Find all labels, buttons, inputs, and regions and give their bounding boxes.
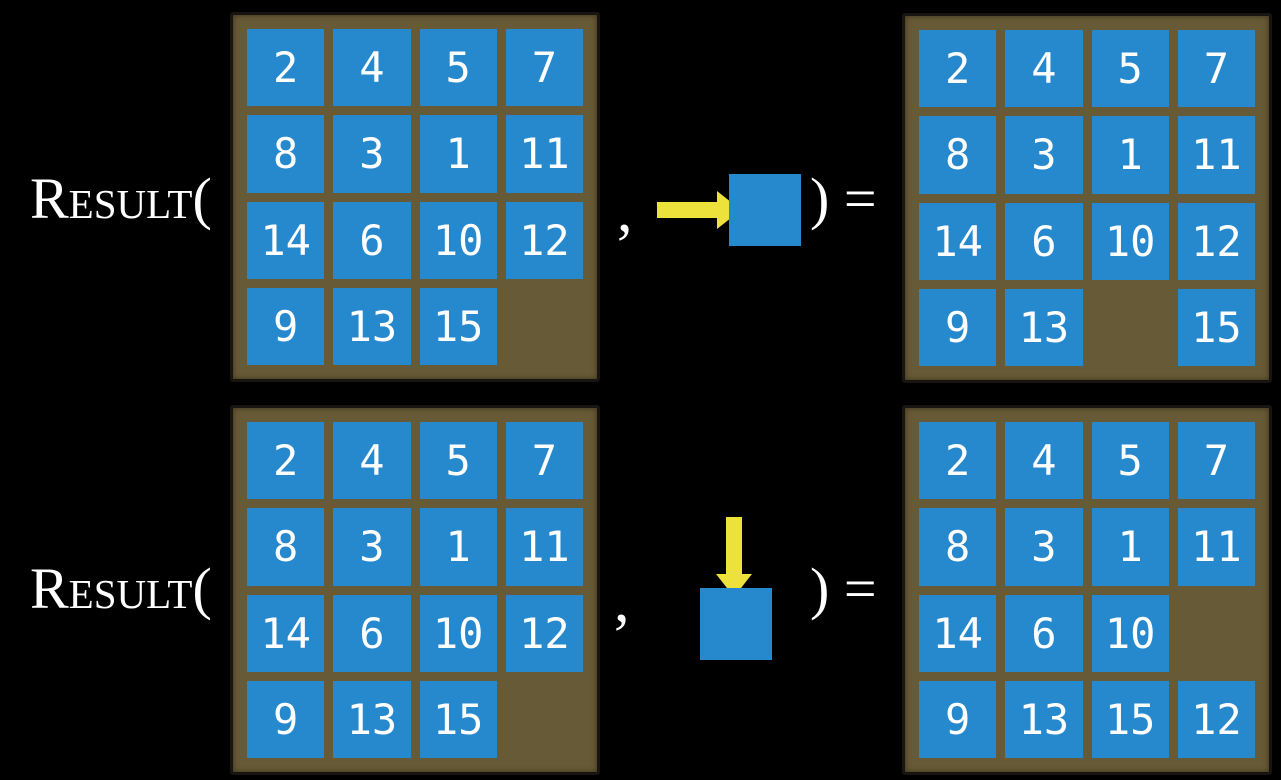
puzzle-tile-10: 10 — [1091, 202, 1169, 280]
puzzle-tile-11: 11 — [1177, 116, 1255, 194]
puzzle-tile-11: 11 — [505, 115, 583, 193]
puzzle-tile-15: 15 — [419, 680, 497, 758]
puzzle-tile-1: 1 — [419, 115, 497, 193]
puzzle-tile-12: 12 — [1177, 680, 1255, 758]
empty-cell — [1178, 595, 1255, 672]
empty-cell — [506, 681, 583, 758]
puzzle-tile-7: 7 — [505, 422, 583, 500]
puzzle-tile-6: 6 — [1005, 594, 1083, 672]
puzzle-tile-2: 2 — [919, 422, 997, 500]
puzzle-tile-10: 10 — [419, 201, 497, 279]
puzzle-tile-5: 5 — [419, 29, 497, 107]
arrow-down-icon — [716, 517, 752, 597]
puzzle-tile-13: 13 — [1005, 288, 1083, 366]
puzzle-tile-8: 8 — [919, 508, 997, 586]
puzzle-tile-3: 3 — [333, 508, 411, 586]
puzzle-tile-2: 2 — [919, 30, 997, 108]
puzzle-tile-7: 7 — [1177, 30, 1255, 108]
puzzle-tile-10: 10 — [1091, 594, 1169, 672]
puzzle-tile-13: 13 — [333, 680, 411, 758]
puzzle-tile-3: 3 — [1005, 116, 1083, 194]
puzzle-tile-5: 5 — [1091, 30, 1169, 108]
puzzle-tile-5: 5 — [1091, 422, 1169, 500]
result-function-label-row2: Result( — [30, 556, 212, 621]
puzzle-tile-11: 11 — [505, 508, 583, 586]
puzzle-tile-15: 15 — [1177, 288, 1255, 366]
puzzle-tile-14: 14 — [247, 594, 325, 672]
close-paren-equals-row2: ) = — [810, 556, 877, 621]
puzzle-tile-9: 9 — [919, 680, 997, 758]
puzzle-tile-11: 11 — [1177, 508, 1255, 586]
empty-cell — [1092, 289, 1169, 366]
puzzle-tile-7: 7 — [1177, 422, 1255, 500]
puzzle-tile-4: 4 — [1005, 30, 1083, 108]
puzzle-tile-12: 12 — [505, 594, 583, 672]
puzzle-tile-8: 8 — [247, 115, 325, 193]
puzzle-tile-3: 3 — [333, 115, 411, 193]
puzzle-tile-2: 2 — [247, 29, 325, 107]
puzzle-tile-15: 15 — [1091, 680, 1169, 758]
action-tile-row2 — [700, 588, 772, 660]
puzzle-tile-13: 13 — [333, 287, 411, 365]
puzzle-tile-6: 6 — [333, 201, 411, 279]
puzzle-tile-4: 4 — [333, 422, 411, 500]
puzzle-tile-9: 9 — [919, 288, 997, 366]
puzzle-tile-4: 4 — [1005, 422, 1083, 500]
close-paren-equals-row1: ) = — [810, 166, 877, 231]
puzzle-tile-1: 1 — [419, 508, 497, 586]
puzzle-tile-7: 7 — [505, 29, 583, 107]
puzzle-tile-10: 10 — [419, 594, 497, 672]
result-function-label-row1: Result( — [30, 166, 212, 231]
puzzle-tile-3: 3 — [1005, 508, 1083, 586]
puzzle-tile-1: 1 — [1091, 508, 1169, 586]
puzzle-tile-5: 5 — [419, 422, 497, 500]
puzzle-tile-8: 8 — [919, 116, 997, 194]
comma-row1: , — [617, 177, 633, 245]
puzzle-tile-4: 4 — [333, 29, 411, 107]
puzzle-tile-9: 9 — [247, 287, 325, 365]
puzzle-tile-2: 2 — [247, 422, 325, 500]
empty-cell — [506, 288, 583, 365]
action-tile-row1 — [729, 174, 801, 246]
puzzle-tile-1: 1 — [1091, 116, 1169, 194]
puzzle-tile-14: 14 — [247, 201, 325, 279]
comma-row2: , — [614, 567, 630, 635]
puzzle-tile-6: 6 — [1005, 202, 1083, 280]
puzzle-tile-15: 15 — [419, 287, 497, 365]
puzzle-tile-9: 9 — [247, 680, 325, 758]
puzzle-tile-8: 8 — [247, 508, 325, 586]
puzzle-tile-14: 14 — [919, 594, 997, 672]
puzzle-tile-13: 13 — [1005, 680, 1083, 758]
puzzle-tile-12: 12 — [1177, 202, 1255, 280]
puzzle-tile-14: 14 — [919, 202, 997, 280]
puzzle-tile-6: 6 — [333, 594, 411, 672]
puzzle-tile-12: 12 — [505, 201, 583, 279]
